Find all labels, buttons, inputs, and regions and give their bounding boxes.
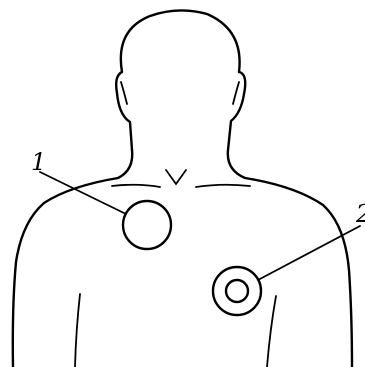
right-collarbone bbox=[196, 185, 250, 187]
marker-2-inner-circle bbox=[226, 280, 248, 302]
left-collarbone bbox=[112, 185, 160, 187]
marker-1-circle bbox=[123, 201, 171, 249]
marker-2-label: 2 bbox=[355, 200, 365, 228]
right-armpit-line bbox=[267, 296, 276, 367]
left-armpit-line bbox=[75, 294, 80, 367]
left-ear-detail bbox=[121, 82, 127, 104]
right-ear-detail bbox=[233, 82, 239, 104]
marker-2-outer-circle bbox=[213, 267, 261, 315]
right-shoulder-outline bbox=[228, 150, 352, 367]
head-outline bbox=[116, 10, 245, 150]
marker-2: 2 bbox=[213, 200, 365, 315]
marker-2-leader-line bbox=[258, 226, 360, 280]
jugular-notch bbox=[166, 170, 186, 184]
marker-1-label: 1 bbox=[31, 148, 46, 176]
left-shoulder-outline bbox=[13, 150, 132, 367]
